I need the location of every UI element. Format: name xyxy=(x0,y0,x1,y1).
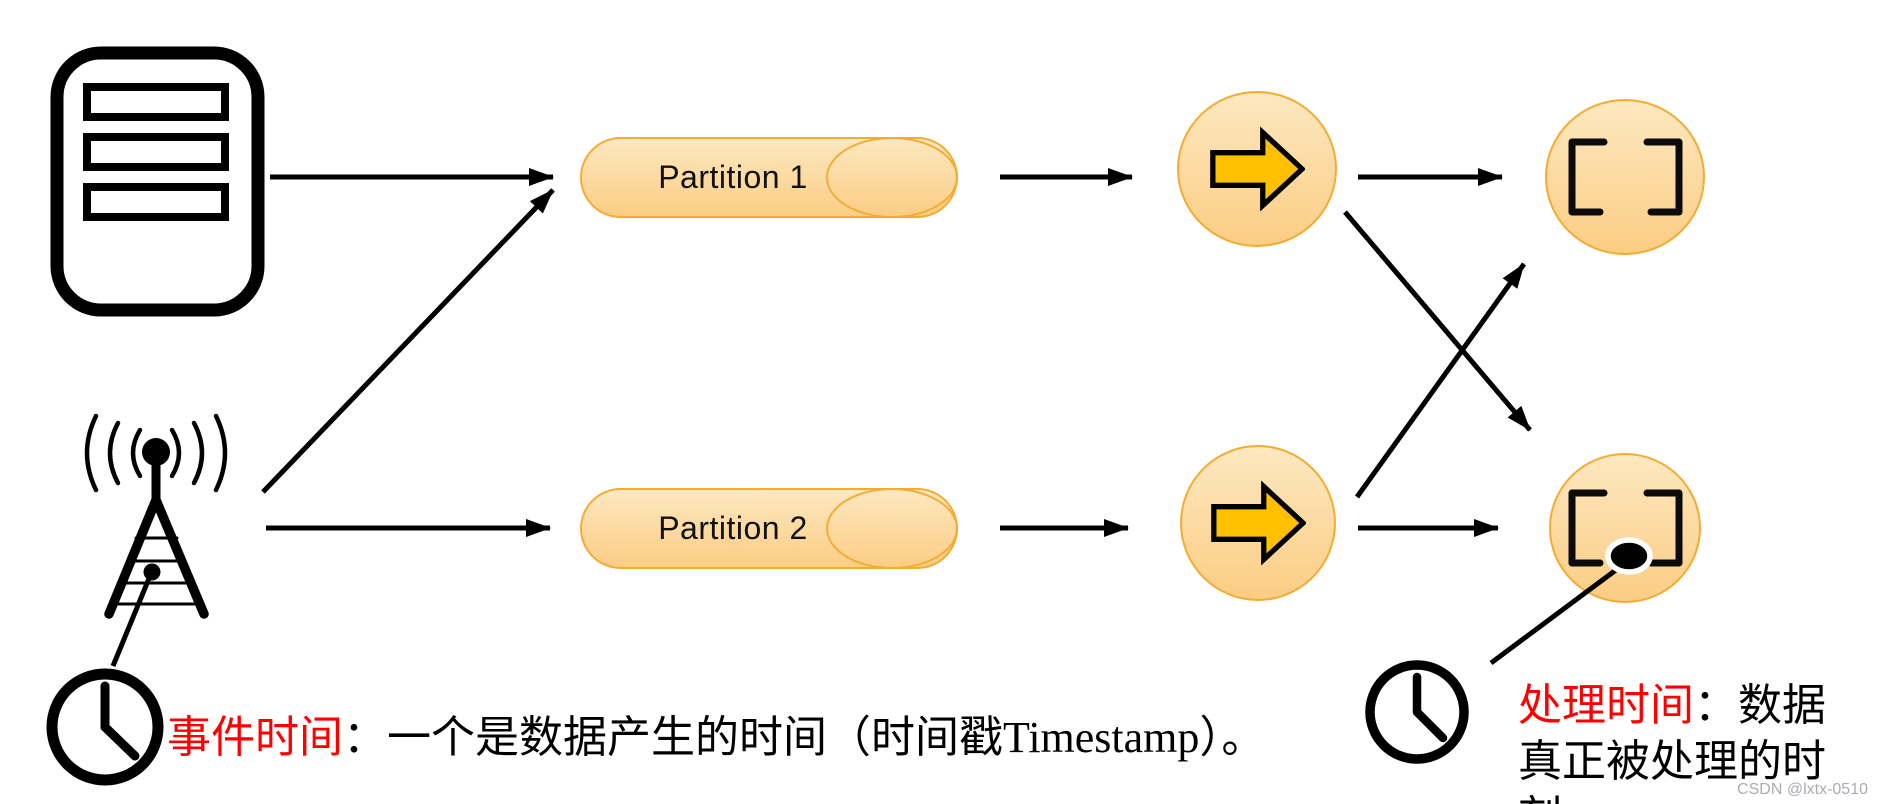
window-2-node xyxy=(1549,453,1701,603)
brackets-icon xyxy=(1568,138,1682,216)
partition-2-label: Partition 2 xyxy=(658,510,808,546)
processing-time-term: 处理时间 xyxy=(1518,681,1694,730)
event-time-caption: 事件时间：一个是数据产生的时间（时间戳Timestamp）。 xyxy=(167,701,1265,765)
arrow-operator1-to-window2-cross xyxy=(1343,210,1532,432)
operator-1-node xyxy=(1177,91,1337,247)
block-arrow-icon xyxy=(1211,480,1306,566)
event-time-term: 事件时间 xyxy=(167,713,343,762)
arrow-antenna-to-partition1 xyxy=(261,188,555,494)
partition-2-node: Partition 2 xyxy=(580,488,958,569)
clock-icon-processing-time xyxy=(1365,660,1469,764)
arrow-operator2-to-window1-cross xyxy=(1354,262,1527,499)
partition-1-label: Partition 1 xyxy=(658,159,808,195)
brackets-icon xyxy=(1568,489,1682,567)
event-time-description: 一个是数据产生的时间（时间戳Timestamp）。 xyxy=(387,713,1266,762)
csdn-watermark: CSDN @lxtx-0510 xyxy=(1737,781,1868,798)
event-time-separator: ： xyxy=(343,713,387,762)
block-arrow-icon xyxy=(1210,126,1305,212)
partition-1-endcap-ellipse xyxy=(826,137,958,218)
window-1-node xyxy=(1545,99,1705,255)
antenna-icon xyxy=(84,413,228,619)
processing-time-caption: 处理时间：数据真正被处理的时刻 xyxy=(1518,678,1868,804)
event-time-dot xyxy=(143,563,161,581)
server-icon xyxy=(50,46,265,317)
event-time-callout xyxy=(110,563,161,667)
partition-1-node: Partition 1 xyxy=(580,137,958,218)
processing-time-separator: ： xyxy=(1694,681,1738,730)
operator-2-node xyxy=(1180,445,1336,601)
processing-time-description: 数据真正被处理的时刻 xyxy=(1518,681,1826,804)
partition-2-endcap-ellipse xyxy=(826,488,958,569)
clock-icon-event-time xyxy=(46,668,164,786)
